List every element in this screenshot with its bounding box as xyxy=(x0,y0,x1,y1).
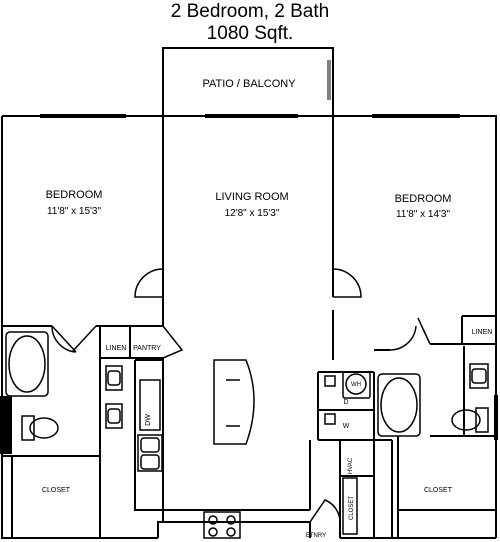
toilets xyxy=(21,407,489,441)
square-footage: 1080 Sqft. xyxy=(206,23,294,44)
bedroom-right-size: 11'8" x 14'3" xyxy=(396,209,451,220)
kitchen-fixtures xyxy=(139,359,371,539)
bathtubs xyxy=(5,331,421,437)
unit-type-title: 2 Bedroom, 2 Bath xyxy=(170,1,330,22)
washer-label: W xyxy=(343,423,350,430)
closet-left-label: CLOSET xyxy=(42,487,71,494)
sinks xyxy=(105,363,489,472)
bedroom-left-name: BEDROOM xyxy=(46,189,103,201)
walls xyxy=(1,47,497,539)
linen-right-label: LINEN xyxy=(472,329,493,336)
linen-left-label: LINEN xyxy=(106,345,127,352)
closet-small-label: CLOSET xyxy=(349,496,355,520)
bedroom-left-size: 11'8" x 15'3" xyxy=(47,206,102,217)
living-room-size: 12'8" x 15'3" xyxy=(225,208,280,219)
wall-hatch xyxy=(2,396,12,454)
doors xyxy=(51,268,431,523)
water-heater-label: WH xyxy=(351,382,361,388)
hvac-label: HVAC xyxy=(348,457,354,474)
patio-label: PATIO / BALCONY xyxy=(202,78,296,90)
dryer-label: D xyxy=(343,399,348,406)
patio-doors xyxy=(327,60,331,100)
dishwasher-label: DW xyxy=(145,414,152,426)
living-room-name: LIVING ROOM xyxy=(215,191,288,203)
closet-right-label: CLOSET xyxy=(424,487,453,494)
windows xyxy=(0,114,498,454)
pantry-label: PANTRY xyxy=(133,345,161,352)
entry-label: ETNRY xyxy=(306,533,326,539)
bedroom-right-name: BEDROOM xyxy=(395,193,452,205)
